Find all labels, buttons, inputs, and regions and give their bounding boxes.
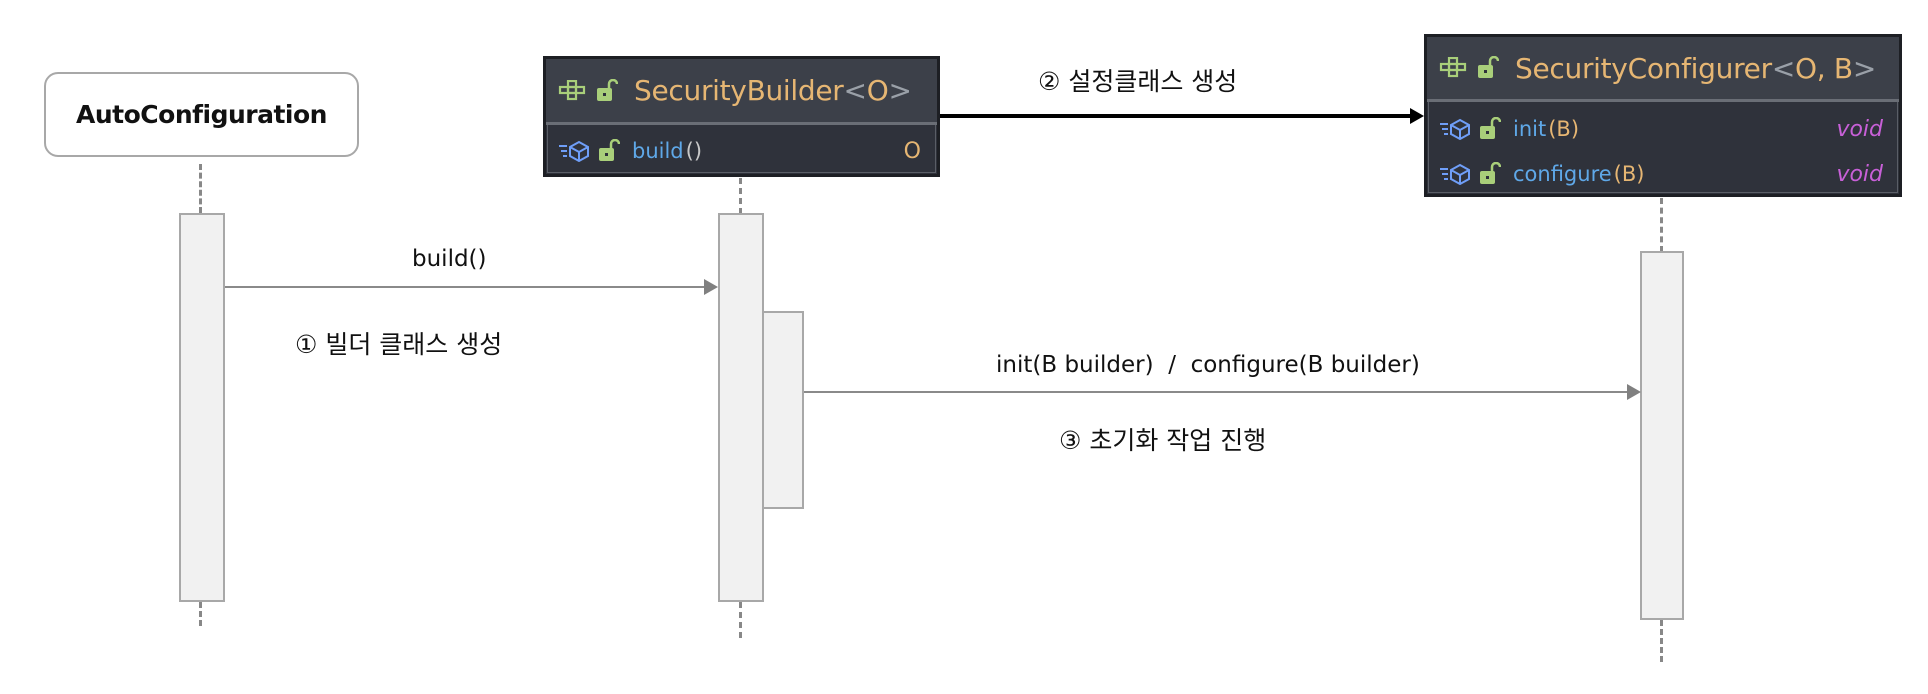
method-args: () — [685, 139, 703, 163]
lifeline-autoconfiguration-bottom — [199, 602, 202, 626]
method-row-init: init (B) void — [1427, 107, 1899, 151]
class-header: SecurityConfigurer<O, B> — [1427, 37, 1899, 102]
participant-autoconfiguration: AutoConfiguration — [44, 72, 359, 157]
method-name: configure — [1513, 162, 1612, 186]
class-card-securityconfigurer: SecurityConfigurer<O, B> init (B) void — [1424, 34, 1902, 197]
arrowhead-icon — [1410, 108, 1424, 124]
interface-icon — [558, 79, 586, 100]
activation-bar-securitybuilder-nested — [762, 311, 804, 509]
activation-bar-securityconfigurer — [1640, 251, 1684, 620]
method-name: build — [632, 139, 684, 163]
public-unlock-icon — [1480, 162, 1501, 184]
public-unlock-icon — [597, 78, 618, 101]
message-arrow-build-line — [225, 286, 705, 288]
activation-bar-autoconfiguration — [179, 213, 225, 602]
public-unlock-icon — [1478, 56, 1499, 78]
public-unlock-icon — [1480, 117, 1501, 139]
method-name: init — [1513, 117, 1547, 141]
class-name: SecurityBuilder<O> — [634, 74, 912, 107]
lifeline-autoconfiguration-top — [199, 164, 202, 213]
method-args: (B) — [1613, 162, 1645, 186]
relation-arrow-line — [940, 114, 1412, 118]
arrowhead-icon — [1627, 384, 1641, 400]
lifeline-securityconfigurer-bottom — [1660, 620, 1663, 662]
note-step-1: ① 빌더 클래스 생성 — [295, 330, 503, 359]
class-card-securitybuilder: SecurityBuilder<O> build () O — [543, 56, 940, 177]
relation-label-step-2: ② 설정클래스 생성 — [1038, 67, 1238, 96]
lifeline-securityconfigurer-top — [1660, 198, 1663, 252]
lifeline-securitybuilder-bottom — [739, 602, 742, 638]
abstract-method-icon — [1440, 163, 1470, 185]
method-args: (B) — [1548, 117, 1580, 141]
method-return-type: O — [903, 138, 921, 164]
message-arrow-init-configure-line — [804, 391, 1628, 393]
method-return-type: void — [1836, 161, 1883, 187]
message-label-init-configure: init(B builder) / configure(B builder) — [996, 352, 1420, 378]
public-unlock-icon — [599, 139, 620, 161]
class-name: SecurityConfigurer<O, B> — [1515, 51, 1877, 85]
message-label-build: build() — [412, 246, 487, 272]
lifeline-securitybuilder-top — [739, 178, 742, 214]
abstract-method-icon — [559, 140, 589, 162]
method-row-configure: configure (B) void — [1427, 152, 1899, 196]
interface-icon — [1439, 57, 1467, 78]
activation-bar-securitybuilder — [718, 213, 764, 602]
arrowhead-icon — [704, 279, 718, 295]
class-header: SecurityBuilder<O> — [546, 59, 937, 125]
method-row-build: build () O — [546, 128, 937, 174]
method-return-type: void — [1836, 116, 1883, 142]
participant-label: AutoConfiguration — [76, 100, 327, 129]
abstract-method-icon — [1440, 118, 1470, 140]
note-step-3: ③ 초기화 작업 진행 — [1059, 426, 1267, 455]
